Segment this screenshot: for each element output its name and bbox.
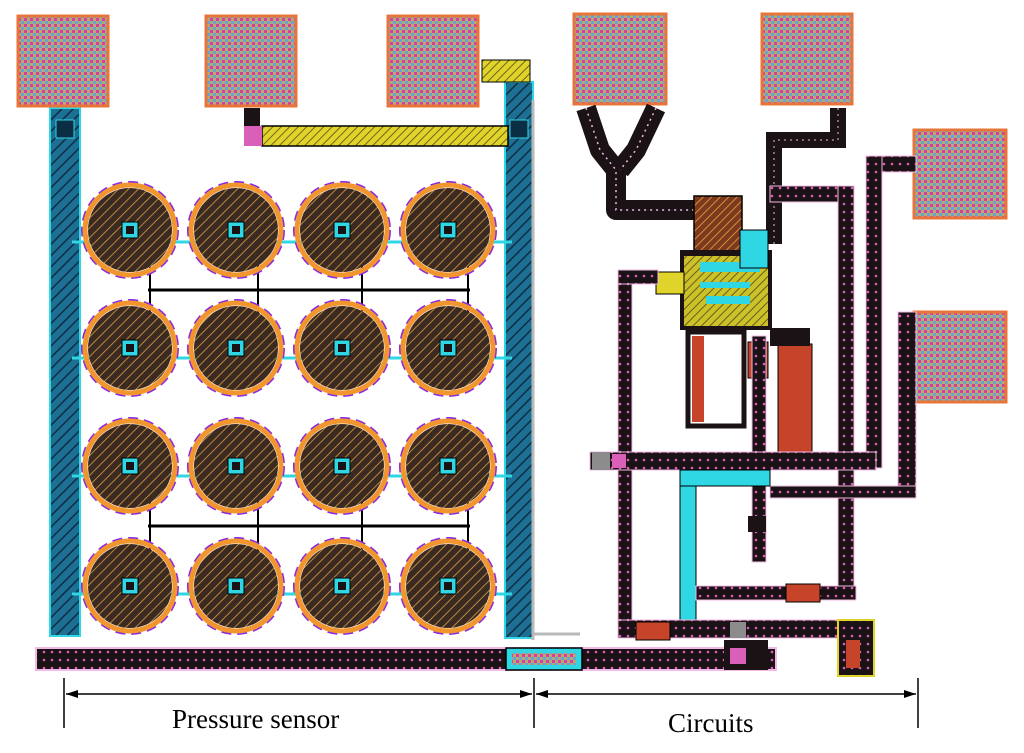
pressure-sensor-block <box>35 59 777 671</box>
sensor-cell <box>399 299 497 397</box>
sensor-array <box>81 181 497 635</box>
sensor-cell <box>293 181 391 279</box>
sensor-cell <box>187 181 285 279</box>
left-rail <box>49 107 81 637</box>
bond-pad <box>16 14 110 108</box>
input-trace <box>576 103 700 220</box>
circuit-bus <box>589 451 877 471</box>
pressure-sensor-label: Pressure sensor <box>172 704 340 734</box>
sensor-cell <box>187 299 285 397</box>
sensor-cell <box>293 299 391 397</box>
sensor-cell <box>293 417 391 515</box>
right-rail <box>504 81 534 639</box>
circuits-label: Circuits <box>668 708 754 738</box>
sensor-cell <box>399 417 497 515</box>
sensor-cell <box>81 537 179 635</box>
resistor-3 <box>777 343 813 453</box>
bond-pad <box>912 128 1008 220</box>
bottom-bus <box>35 647 777 671</box>
bond-pad <box>386 14 480 108</box>
sensor-cell <box>293 537 391 635</box>
sensor-cell <box>187 417 285 515</box>
sensor-cell <box>399 537 497 635</box>
top-strap <box>261 125 509 147</box>
bond-pad <box>912 310 1008 404</box>
bond-pad <box>572 12 668 106</box>
bond-pad <box>760 12 854 106</box>
sensor-cell <box>81 181 179 279</box>
sensor-cell <box>81 299 179 397</box>
core-transistor <box>693 195 743 257</box>
circuit-block <box>576 103 917 677</box>
bond-pads <box>16 12 1008 404</box>
sensor-cell <box>187 537 285 635</box>
bond-pad <box>204 14 298 108</box>
dimension-lines <box>63 678 919 728</box>
sensor-cell <box>81 417 179 515</box>
sensor-cell <box>399 181 497 279</box>
